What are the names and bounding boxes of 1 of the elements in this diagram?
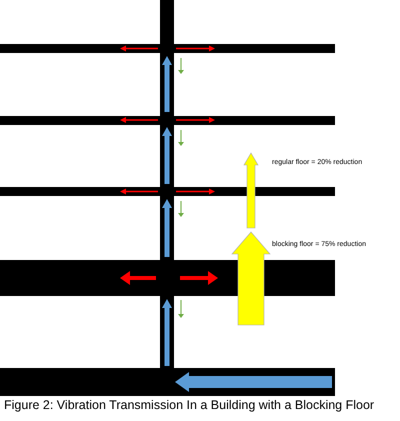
figure-caption: Figure 2: Vibration Transmission In a Building with a Blocking Floor <box>4 398 374 412</box>
